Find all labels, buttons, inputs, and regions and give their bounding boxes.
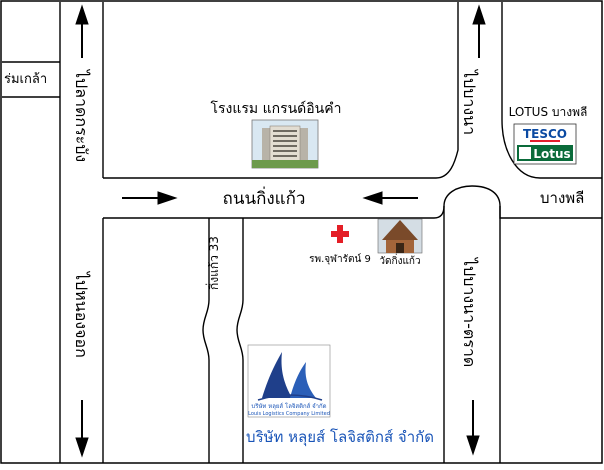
- right-road-east-edge-top: [501, 2, 602, 179]
- soi-east-edge: [236, 218, 244, 463]
- tesco-logo-text: TESCO: [523, 127, 567, 141]
- arrow-left-road-up: [75, 4, 89, 58]
- hospital-label: รพ.จุฬารัตน์ 9: [309, 253, 371, 265]
- sail-icon-left: [262, 352, 292, 398]
- romklao-label: ร่มเกล้า: [4, 72, 47, 87]
- main-road-label: ถนนกิ่งแก้ว: [223, 186, 306, 209]
- arrow-left-road-down: [75, 400, 89, 458]
- lotus-logo-text: Lotus: [533, 147, 570, 161]
- temple-label: วัดกิ่งแก้ว: [379, 253, 420, 267]
- hotel-building-icon: [251, 119, 319, 169]
- company-logo: บริษัท หลุยส์ โลจิสติกส์ จำกัด Louis Log…: [247, 344, 331, 418]
- hospital-cross-icon: [331, 225, 349, 243]
- main-road-south-edge: [103, 185, 602, 219]
- main-road-north-edge: [103, 2, 459, 179]
- hotel-label: โรงแรม แกรนด์อินคำ: [211, 100, 342, 117]
- direction-arrows: [75, 4, 486, 458]
- soi-west-edge: [202, 218, 210, 463]
- left-road-label-top: ไปลาดกระบัง: [72, 68, 91, 162]
- left-road-label-bottom: ไปหนองจอก: [72, 270, 91, 358]
- arrow-main-east: [122, 191, 178, 205]
- soi-label: กิ่งแก้ว 33: [205, 236, 221, 290]
- bangphli-road-label: บางพลี: [540, 189, 584, 207]
- temple-icon: [377, 218, 423, 254]
- company-name-label: บริษัท หลุยส์ โลจิสติกส์ จำกัด: [246, 428, 434, 447]
- tesco-lotus-logo: TESCO Lotus: [513, 123, 577, 165]
- right-road-label-bottom: ไปบางนา-ตราด: [460, 256, 479, 367]
- arrow-right-road-down: [466, 400, 480, 456]
- logo-english-text: Louis Logistics Company Limited: [248, 411, 330, 417]
- arrow-main-west: [362, 191, 418, 205]
- lotus-bangphli-label: LOTUS บางพลี: [509, 105, 588, 119]
- logo-thai-text: บริษัท หลุยส์ โลจิสติกส์ จำกัด: [251, 402, 326, 410]
- right-road-label-top: ไปบางนา: [460, 68, 479, 135]
- sail-icon-right: [290, 362, 316, 398]
- road-outlines: [2, 2, 602, 463]
- arrow-right-road-up: [472, 4, 486, 58]
